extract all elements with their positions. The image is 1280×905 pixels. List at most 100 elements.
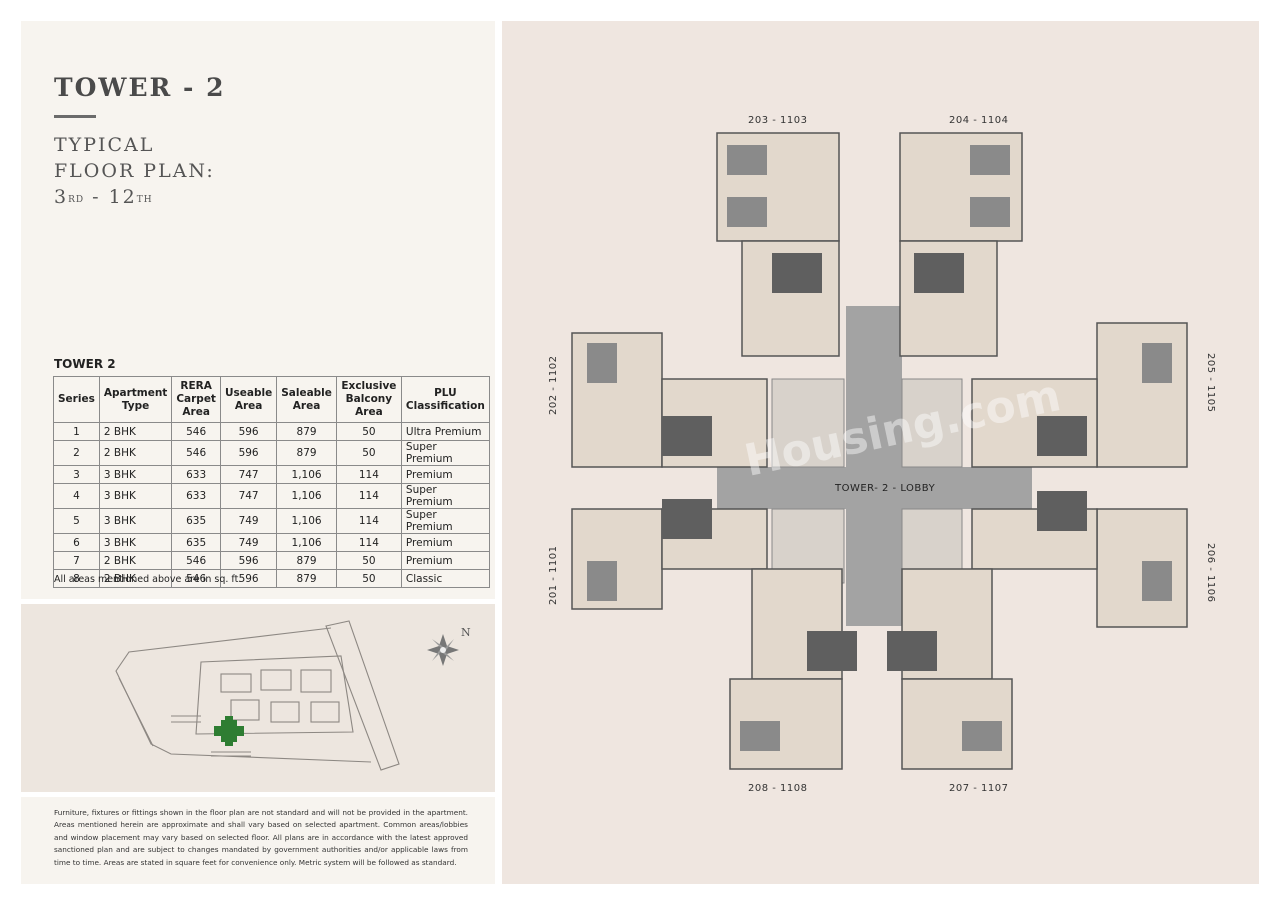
cell: 3 BHK xyxy=(98,508,173,534)
cell: Super Premium xyxy=(400,483,490,509)
cell: 5 xyxy=(53,508,100,534)
cell: 1 xyxy=(53,422,100,441)
cell: 879 xyxy=(276,422,337,441)
cell: 546 xyxy=(171,569,221,588)
cell: 747 xyxy=(219,465,278,484)
cell: Ultra Premium xyxy=(400,422,490,441)
cell: 596 xyxy=(219,569,278,588)
cell: Premium xyxy=(400,533,490,552)
unit-202-plan xyxy=(571,332,768,468)
site-road-outline xyxy=(325,620,400,771)
cell: 546 xyxy=(171,551,221,570)
unit-label-204: 204 - 1104 xyxy=(949,115,1009,126)
cell: 596 xyxy=(219,422,278,441)
unit-201-plan xyxy=(571,499,768,610)
site-key-plan: N xyxy=(21,604,495,792)
cell: 546 xyxy=(171,440,221,466)
floor-plan-subtitle: TYPICAL FLOOR PLAN: 3RD - 12TH xyxy=(54,132,215,210)
cell: 2 BHK xyxy=(98,551,173,570)
col-header: Useable Area xyxy=(219,376,278,423)
cell: 596 xyxy=(219,551,278,570)
table-heading: TOWER 2 xyxy=(54,357,116,371)
unit-205-plan xyxy=(971,322,1188,468)
unit-label-207: 207 - 1107 xyxy=(949,783,1009,794)
unit-label-201: 201 - 1101 xyxy=(548,545,559,605)
cell: 747 xyxy=(219,483,278,509)
disclaimer-text: Furniture, fixtures or fittings shown in… xyxy=(54,808,468,867)
cell: 546 xyxy=(171,422,221,441)
cell: 749 xyxy=(219,508,278,534)
unit-label-203: 203 - 1103 xyxy=(748,115,808,126)
unit-206-plan xyxy=(971,491,1188,628)
subtitle-line-2: FLOOR PLAN: xyxy=(54,160,215,182)
table-header-row: Series Apartment Type RERA Carpet Area U… xyxy=(53,376,490,423)
floor-range: 3RD - 12TH xyxy=(54,184,215,210)
cell: 2 xyxy=(53,440,100,466)
unit-208-plan xyxy=(729,568,857,770)
cell: 114 xyxy=(335,483,402,509)
subtitle-line-1: TYPICAL xyxy=(54,134,155,156)
compass-icon xyxy=(427,634,459,666)
cell: 879 xyxy=(276,551,337,570)
compass-north-label: N xyxy=(461,626,471,639)
cell: 2 BHK xyxy=(98,440,173,466)
floor-to-suffix: TH xyxy=(136,195,153,205)
cell: 1,106 xyxy=(276,508,337,534)
cell: 3 BHK xyxy=(98,533,173,552)
cell: Premium xyxy=(400,465,490,484)
cell: 6 xyxy=(53,533,100,552)
cell: 879 xyxy=(276,569,337,588)
col-header: RERA Carpet Area xyxy=(171,376,221,423)
cell: 1,106 xyxy=(276,483,337,509)
cell: 8 xyxy=(53,569,100,588)
cell: Super Premium xyxy=(400,440,490,466)
cell: Super Premium xyxy=(400,508,490,534)
cell: 1,106 xyxy=(276,465,337,484)
col-header: PLU Classification xyxy=(400,376,490,423)
cell: 50 xyxy=(335,551,402,570)
cell: 2 BHK xyxy=(98,422,173,441)
site-plan-drawing: N xyxy=(115,620,471,771)
cell: 749 xyxy=(219,533,278,552)
unit-204-plan xyxy=(899,132,1023,357)
col-header: Apartment Type xyxy=(98,376,173,423)
floor-plan-panel: TOWER- 2 - LOBBY 203 - 1103 204 - 1104 2… xyxy=(502,21,1259,884)
floor-plan-drawing xyxy=(571,132,1188,770)
cell: 879 xyxy=(276,440,337,466)
cell: 2 BHK xyxy=(98,569,173,588)
floor-separator: - xyxy=(84,186,109,208)
area-table: Series Apartment Type RERA Carpet Area U… xyxy=(53,376,490,588)
cell: 3 xyxy=(53,465,100,484)
cell: Premium xyxy=(400,551,490,570)
unit-label-205: 205 - 1105 xyxy=(1205,353,1216,413)
site-boundary xyxy=(115,627,372,763)
unit-label-206: 206 - 1106 xyxy=(1205,543,1216,603)
lobby-label: TOWER- 2 - LOBBY xyxy=(835,483,936,494)
cell: 633 xyxy=(171,483,221,509)
unit-label-208: 208 - 1108 xyxy=(748,783,808,794)
cell: 3 BHK xyxy=(98,465,173,484)
tower-2-location-marker xyxy=(214,716,244,746)
unit-label-202: 202 - 1102 xyxy=(548,355,559,415)
floor-from-suffix: RD xyxy=(68,195,85,205)
floor-to: 12 xyxy=(108,186,137,208)
unit-203-plan xyxy=(716,132,840,357)
info-panel: TOWER - 2 TYPICAL FLOOR PLAN: 3RD - 12TH… xyxy=(21,21,495,599)
col-header: Series xyxy=(53,376,100,423)
unit-207-plan xyxy=(887,568,1013,770)
cell: 114 xyxy=(335,508,402,534)
cell: Classic xyxy=(400,569,490,588)
area-unit-note: All areas mentioned above are in sq. ft. xyxy=(54,574,242,585)
cell: 3 BHK xyxy=(98,483,173,509)
site-building-outline xyxy=(195,655,354,735)
cell: 635 xyxy=(171,533,221,552)
floor-from: 3 xyxy=(54,186,69,208)
cell: 1,106 xyxy=(276,533,337,552)
cell: 4 xyxy=(53,483,100,509)
